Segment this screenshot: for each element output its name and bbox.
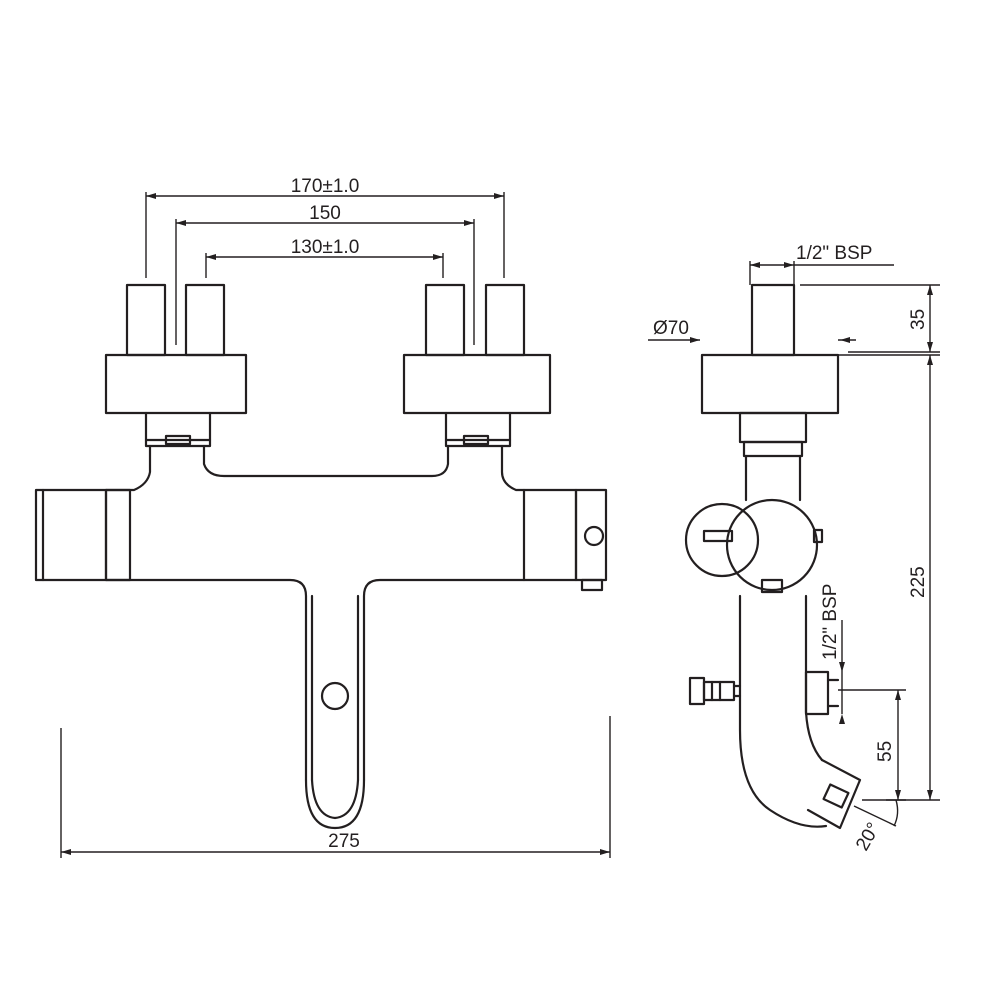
dimension-35: 35 bbox=[800, 284, 940, 353]
wall-flange-right bbox=[402, 353, 552, 415]
eccentric-nut-left bbox=[144, 411, 212, 448]
dimension-55-label: 55 bbox=[875, 741, 896, 762]
dimension-outlet-thread: 1/2" BSP bbox=[820, 584, 845, 724]
side-temperature-handle bbox=[725, 498, 819, 592]
mixer-body bbox=[104, 444, 526, 782]
dimension-35-label: 35 bbox=[908, 309, 929, 330]
dimension-55: 55 bbox=[838, 689, 906, 800]
side-flow-handle bbox=[684, 502, 760, 578]
dimension-170-label: 170±1.0 bbox=[291, 176, 360, 197]
dimension-275-label: 275 bbox=[328, 831, 360, 852]
side-diverter-knob bbox=[688, 676, 742, 706]
flow-handle bbox=[522, 488, 608, 592]
dimension-angle: 20° bbox=[852, 799, 906, 855]
inlet-stub-right-outer bbox=[484, 283, 526, 357]
dimension-130-label: 130±1.0 bbox=[291, 237, 360, 258]
inlet-stub-left-inner bbox=[184, 283, 226, 357]
dimension-225-label: 225 bbox=[908, 566, 929, 598]
diverter-button bbox=[320, 681, 350, 711]
inlet-stub-left-outer bbox=[125, 283, 167, 357]
inlet-thread-label: 1/2" BSP bbox=[796, 243, 872, 264]
side-view: 1/2" BSP Ø70 bbox=[648, 243, 940, 855]
dimension-225: 225 bbox=[838, 354, 940, 801]
spout bbox=[304, 594, 366, 830]
side-wall-flange bbox=[700, 353, 840, 415]
dimension-275: 275 bbox=[60, 716, 611, 858]
dimension-150-label: 150 bbox=[309, 203, 341, 224]
eccentric-nut-right bbox=[444, 411, 512, 448]
temperature-handle bbox=[34, 488, 132, 582]
front-view: 170±1.0 150 130±1.0 bbox=[34, 176, 611, 858]
diameter-label: Ø70 bbox=[653, 318, 689, 339]
side-outlet-connector bbox=[804, 670, 840, 716]
side-eccentric-nut bbox=[738, 411, 808, 458]
angle-label: 20° bbox=[852, 819, 885, 854]
dimension-inlet-thread: 1/2" BSP bbox=[749, 243, 894, 285]
side-inlet-stub bbox=[750, 283, 796, 357]
dimension-diameter: Ø70 bbox=[648, 318, 856, 343]
dimension-150: 150 bbox=[175, 203, 475, 345]
inlet-stub-right-inner bbox=[424, 283, 466, 357]
side-body bbox=[738, 454, 828, 828]
outlet-thread-label: 1/2" BSP bbox=[820, 584, 841, 660]
wall-flange-left bbox=[104, 353, 248, 415]
dimension-130: 130±1.0 bbox=[205, 237, 444, 278]
dimension-170: 170±1.0 bbox=[145, 176, 505, 278]
side-spout-tip bbox=[806, 758, 862, 830]
